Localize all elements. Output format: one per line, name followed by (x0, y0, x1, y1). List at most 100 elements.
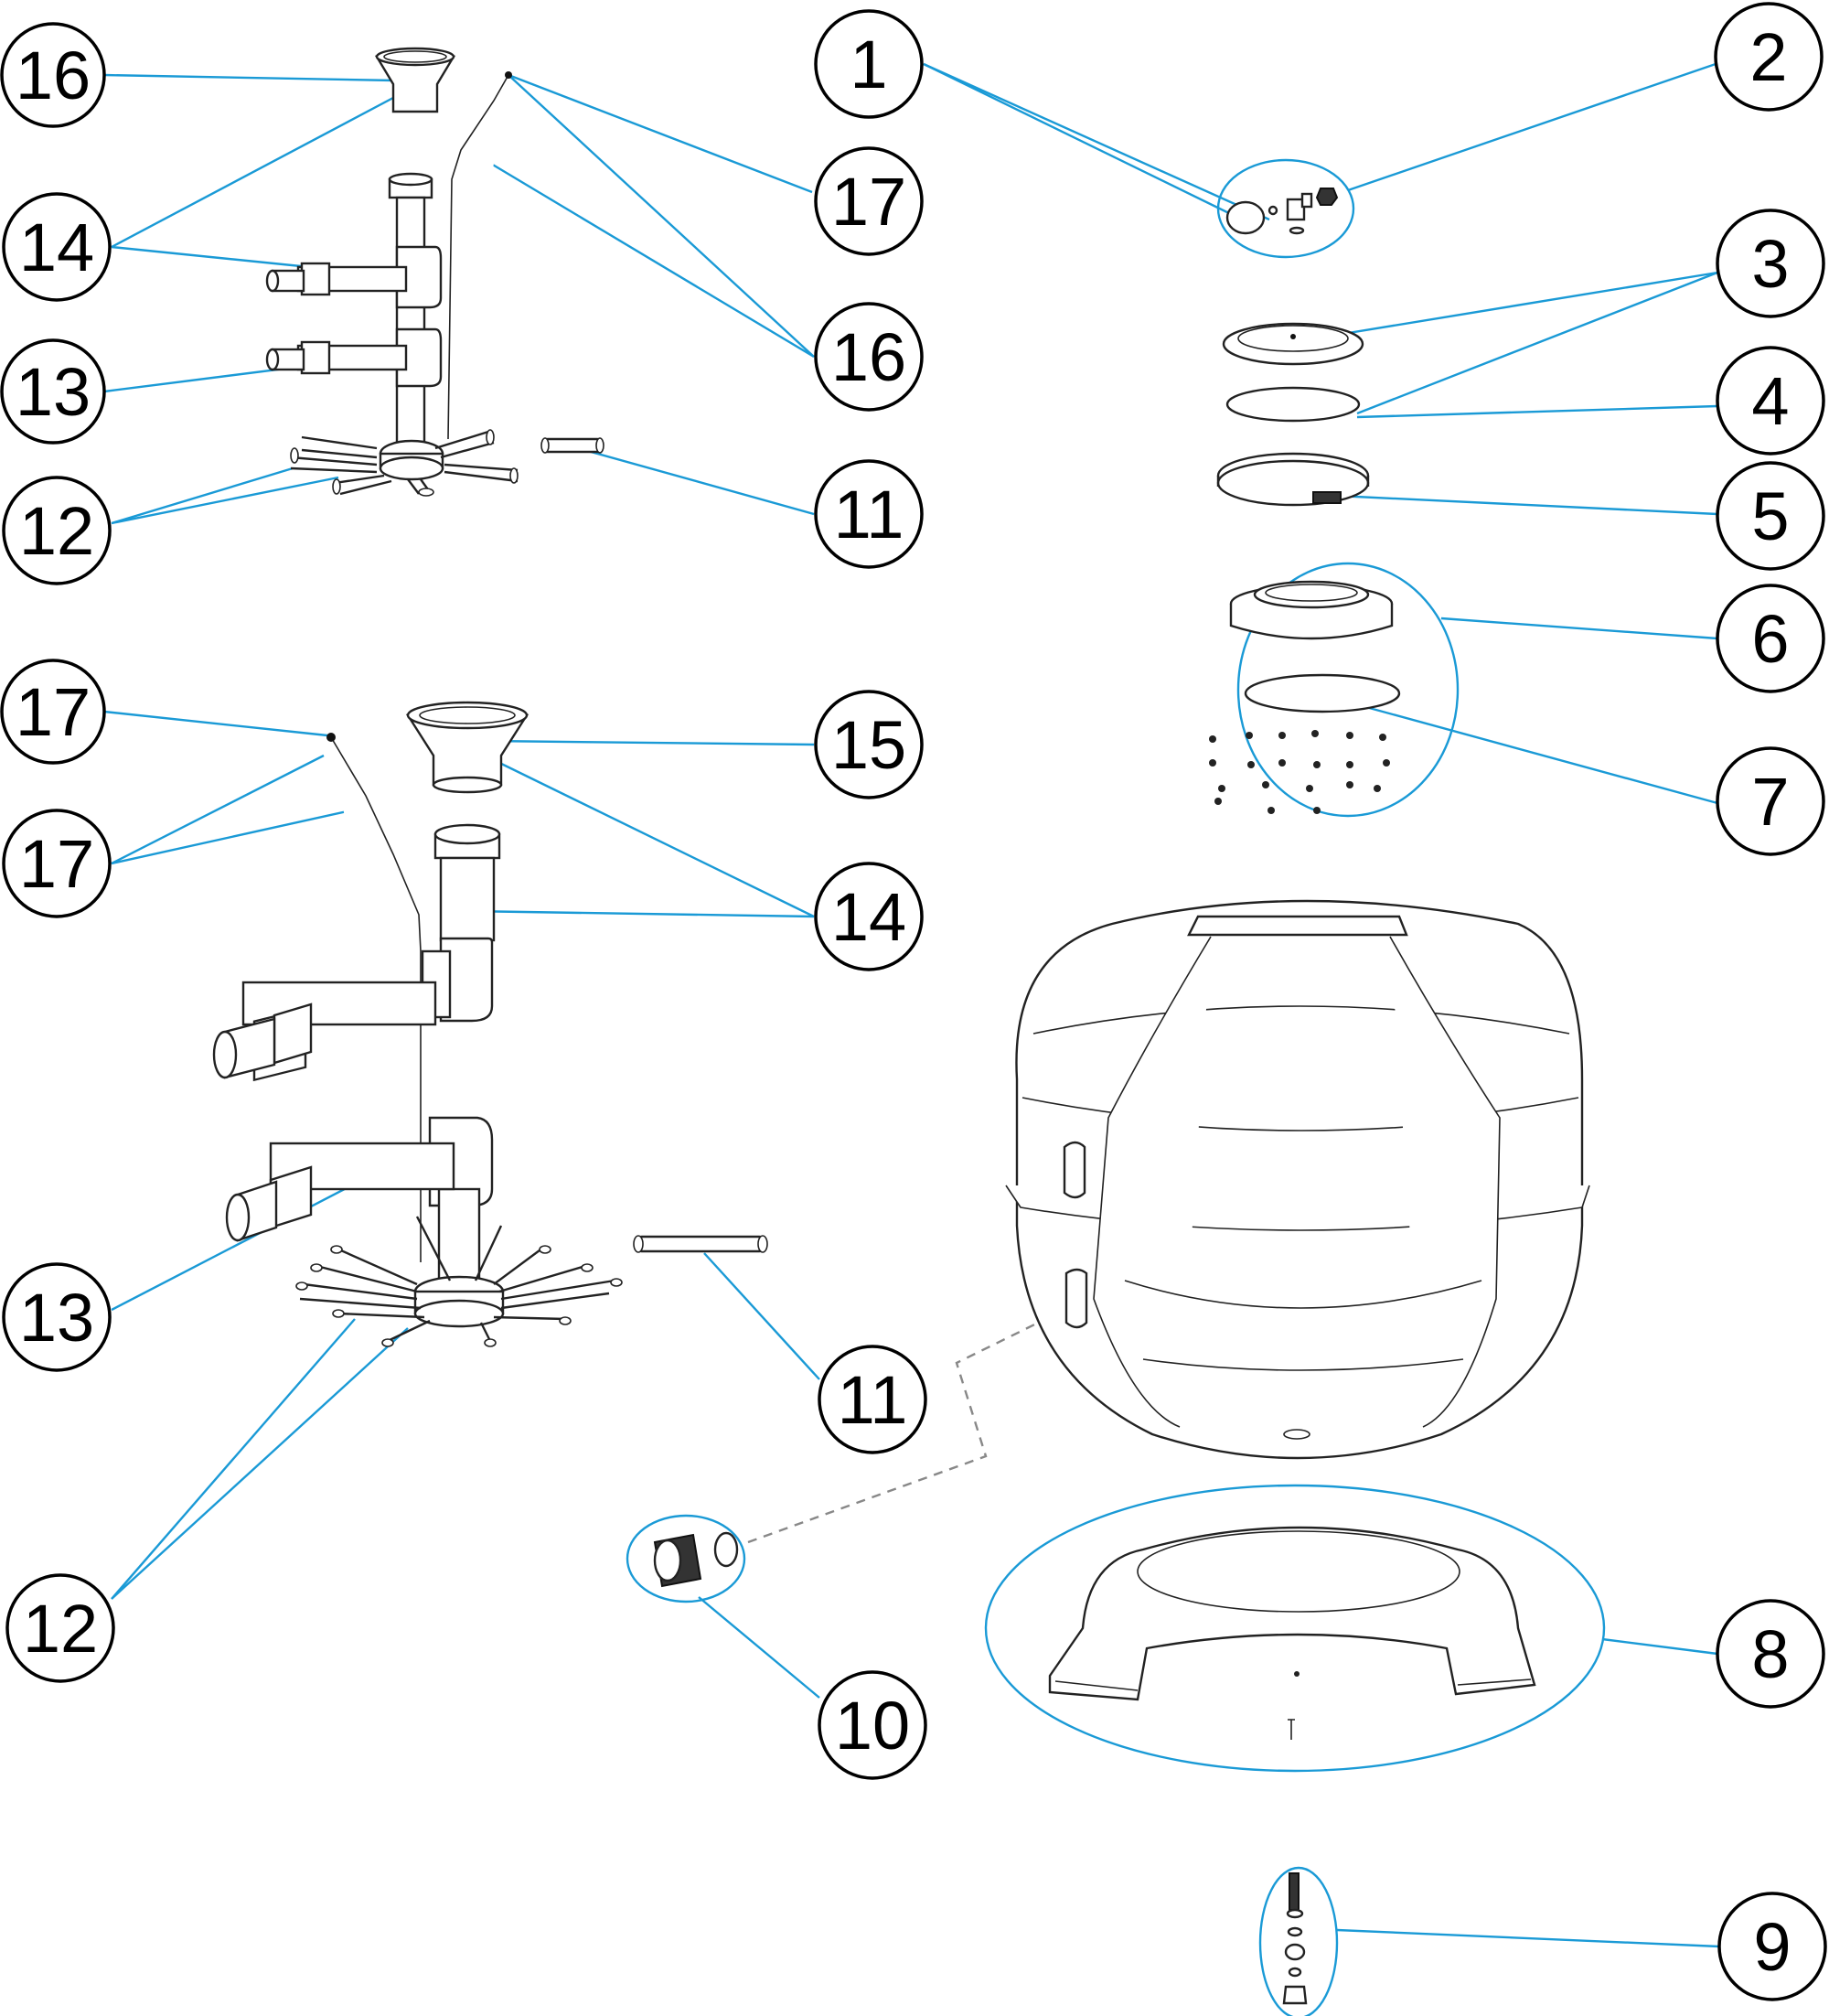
callout-3: 3 (1716, 209, 1825, 318)
group-ring-10 (626, 1514, 746, 1603)
leader-3 (1314, 271, 1718, 340)
upper-lateral-assembly (265, 47, 604, 497)
leader-1-1 (923, 62, 1270, 221)
leader-11b (703, 1252, 820, 1380)
callout-11-bottom: 11 (818, 1345, 927, 1454)
callout-label: 15 (831, 707, 906, 783)
vent-fittings (1225, 188, 1339, 235)
callout-label: 4 (1751, 363, 1789, 439)
leader-16b-1 (111, 754, 325, 865)
callout-7: 7 (1716, 746, 1825, 856)
callout-label: 13 (16, 354, 91, 430)
leader-12a-1 (111, 466, 294, 525)
callout-13-top: 13 (0, 338, 106, 445)
leader-6 (1440, 617, 1718, 640)
group-ring-6-7 (1236, 562, 1460, 818)
callout-label: 1 (850, 27, 887, 102)
leader-12a-2 (111, 476, 339, 525)
callout-12-bottom: 12 (5, 1573, 115, 1683)
leader-17b (103, 710, 328, 737)
callout-label: 17 (19, 826, 94, 902)
lateral-hub-bottom (295, 1216, 623, 1347)
callout-label: 7 (1751, 764, 1789, 840)
leader-12b-1 (111, 1318, 356, 1600)
callout-label: 11 (838, 1362, 908, 1438)
callout-13-bottom: 13 (2, 1262, 112, 1372)
top-flange (1229, 580, 1394, 640)
leader-9 (1336, 1928, 1720, 1948)
callout-label: 8 (1751, 1616, 1789, 1692)
leader-16a (467, 148, 815, 359)
callout-16-mid: 17 (2, 809, 112, 918)
callout-label: 12 (23, 1591, 98, 1667)
funnel-diffuser-top (374, 47, 456, 113)
drain-assembly (1282, 1872, 1308, 2005)
callout-17-mid: 17 (0, 659, 106, 765)
leader-7 (1362, 704, 1718, 805)
callout-label: 13 (19, 1280, 94, 1356)
filter-tank (1005, 899, 1590, 1460)
callout-label: 11 (834, 477, 904, 552)
leader-2 (1347, 62, 1717, 192)
callout-15-bottom: 15 (814, 690, 924, 799)
leader-10 (698, 1596, 820, 1699)
leader-14b-2 (487, 756, 815, 918)
callout-11-top: 11 (814, 459, 924, 569)
leader-lines (103, 62, 1720, 1948)
callout-label: 17 (16, 674, 91, 750)
group-ring-9 (1258, 1866, 1339, 2016)
central-pipe-bottom (212, 823, 501, 1292)
leader-14b-1 (465, 909, 815, 918)
callout-12-top: 12 (2, 476, 112, 585)
leader-5 (1336, 494, 1718, 516)
callout-label: 5 (1751, 478, 1789, 554)
spare-lateral-top (540, 437, 604, 454)
leader-16b-2 (111, 805, 369, 865)
callout-14-bottom: 14 (814, 862, 924, 971)
leader-11a (577, 446, 815, 516)
leader-4 (1356, 404, 1718, 419)
lid-o-ring (1225, 386, 1361, 423)
filter-lid (1222, 322, 1364, 366)
callout-14-top: 14 (2, 192, 112, 302)
callout-label: 2 (1749, 19, 1787, 95)
callout-label: 12 (19, 493, 94, 569)
group-ring-8 (984, 1484, 1606, 1773)
dashed-connector (747, 1303, 1076, 1544)
leader-16a-2 (508, 74, 815, 358)
leader-12b-2 (111, 1327, 409, 1600)
lower-lateral-assembly (212, 701, 768, 1347)
lateral-hub-top (290, 429, 519, 497)
callout-10: 10 (818, 1670, 927, 1780)
leader-15b (486, 739, 815, 746)
funnel-diffuser-bottom (405, 701, 529, 794)
tank-base (1048, 1526, 1536, 1740)
callout-label: 17 (831, 164, 906, 240)
callout-label: 16 (831, 319, 906, 395)
group-ring-2 (1216, 158, 1355, 259)
callout-label: 14 (19, 209, 94, 285)
callout-label: 9 (1753, 1909, 1791, 1985)
spare-lateral-bottom (633, 1235, 768, 1253)
callout-2: 2 (1714, 2, 1824, 112)
union-connector (653, 1531, 739, 1588)
leader-8 (1601, 1637, 1718, 1656)
callout-label: 10 (835, 1688, 910, 1764)
callout-label: 6 (1751, 601, 1789, 677)
callout-16-top: 16 (814, 302, 924, 412)
callout-5: 5 (1716, 461, 1825, 571)
leader-15a (103, 73, 396, 82)
leader-17a (508, 73, 813, 194)
lid-clamp (1216, 452, 1370, 507)
callout-6: 6 (1716, 584, 1825, 693)
flange-screws (1209, 730, 1390, 814)
leader-1-2 (923, 62, 1235, 218)
callout-15-top: 16 (0, 22, 106, 128)
callout-8: 8 (1716, 1599, 1825, 1709)
callout-4: 4 (1716, 346, 1825, 456)
callout-9: 9 (1717, 1892, 1827, 2001)
callout-label: 14 (831, 879, 906, 955)
leader-3-2 (1356, 271, 1718, 415)
callout-label: 3 (1751, 226, 1789, 302)
